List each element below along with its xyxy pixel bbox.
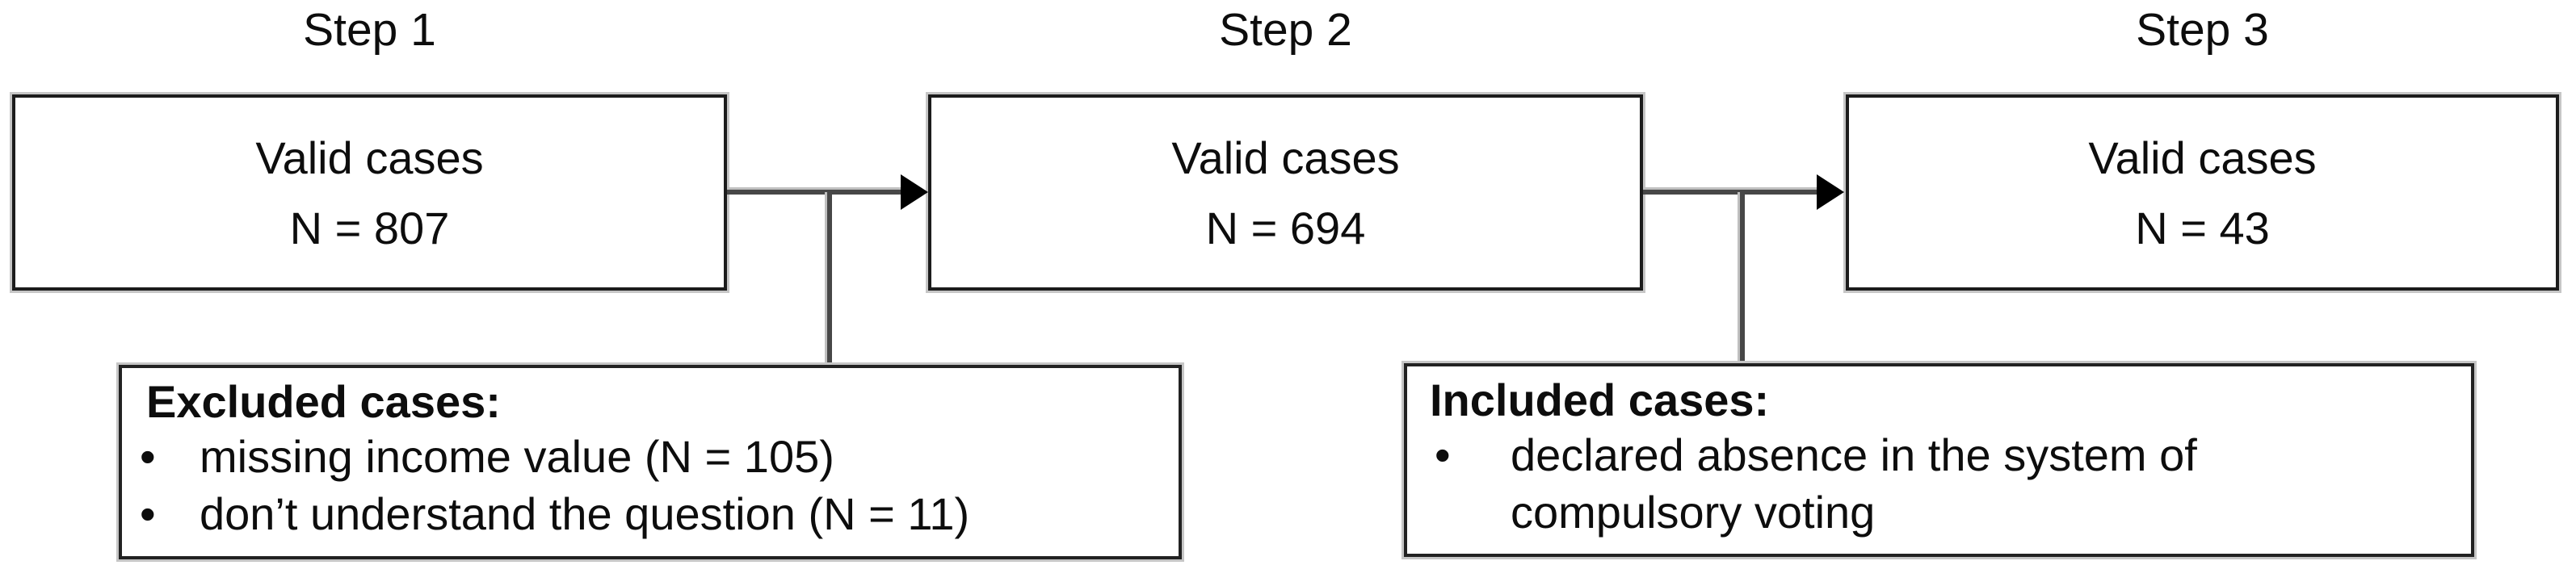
included-bullet-1-line-2: compulsory voting <box>1511 487 1876 538</box>
valid-cases-title: Valid cases <box>1171 132 1400 183</box>
excluded-cases-box: Excluded cases: • missing income value (… <box>116 362 1184 562</box>
included-cases-box: Included cases: • declared absence in th… <box>1401 361 2477 559</box>
step-3-label: Step 3 <box>2136 4 2269 56</box>
step-2-label: Step 2 <box>1219 4 1352 56</box>
valid-cases-box-step-2: Valid cases N = 694 <box>926 92 1645 293</box>
included-cases-title: Included cases: <box>1430 375 1770 425</box>
valid-cases-box-step-1: Valid cases N = 807 <box>10 92 729 293</box>
list-item: • don’t understand the question (N = 11) <box>140 485 1179 542</box>
valid-cases-title: Valid cases <box>2088 132 2317 183</box>
connector-line-step2-step3 <box>1643 190 1820 195</box>
excluded-cases-title: Excluded cases: <box>146 376 501 427</box>
arrow-right-icon <box>1817 174 1844 210</box>
valid-cases-box-step-3: Valid cases N = 43 <box>1843 92 2561 293</box>
bullet-icon: • <box>140 431 156 482</box>
valid-cases-count: N = 694 <box>1205 202 1366 253</box>
bullet-icon: • <box>140 488 156 539</box>
included-bullet-1-line-1: declared absence in the system of <box>1511 429 2197 480</box>
valid-cases-count: N = 43 <box>2135 202 2270 253</box>
arrow-right-icon <box>901 174 928 210</box>
drop-line-to-excluded-box <box>827 192 832 365</box>
valid-cases-title: Valid cases <box>255 132 484 183</box>
excluded-bullet-1-text: missing income value (N = 105) <box>200 431 834 482</box>
step-1-label: Step 1 <box>303 4 436 56</box>
list-item: • declared absence in the system of <box>1435 426 2471 483</box>
connector-line-step1-step2 <box>727 190 904 195</box>
drop-line-to-included-box <box>1740 192 1745 363</box>
excluded-bullet-2-text: don’t understand the question (N = 11) <box>200 488 970 539</box>
valid-cases-count: N = 807 <box>289 202 450 253</box>
bullet-icon: • <box>1435 429 1451 480</box>
list-item: • missing income value (N = 105) <box>140 428 1179 485</box>
